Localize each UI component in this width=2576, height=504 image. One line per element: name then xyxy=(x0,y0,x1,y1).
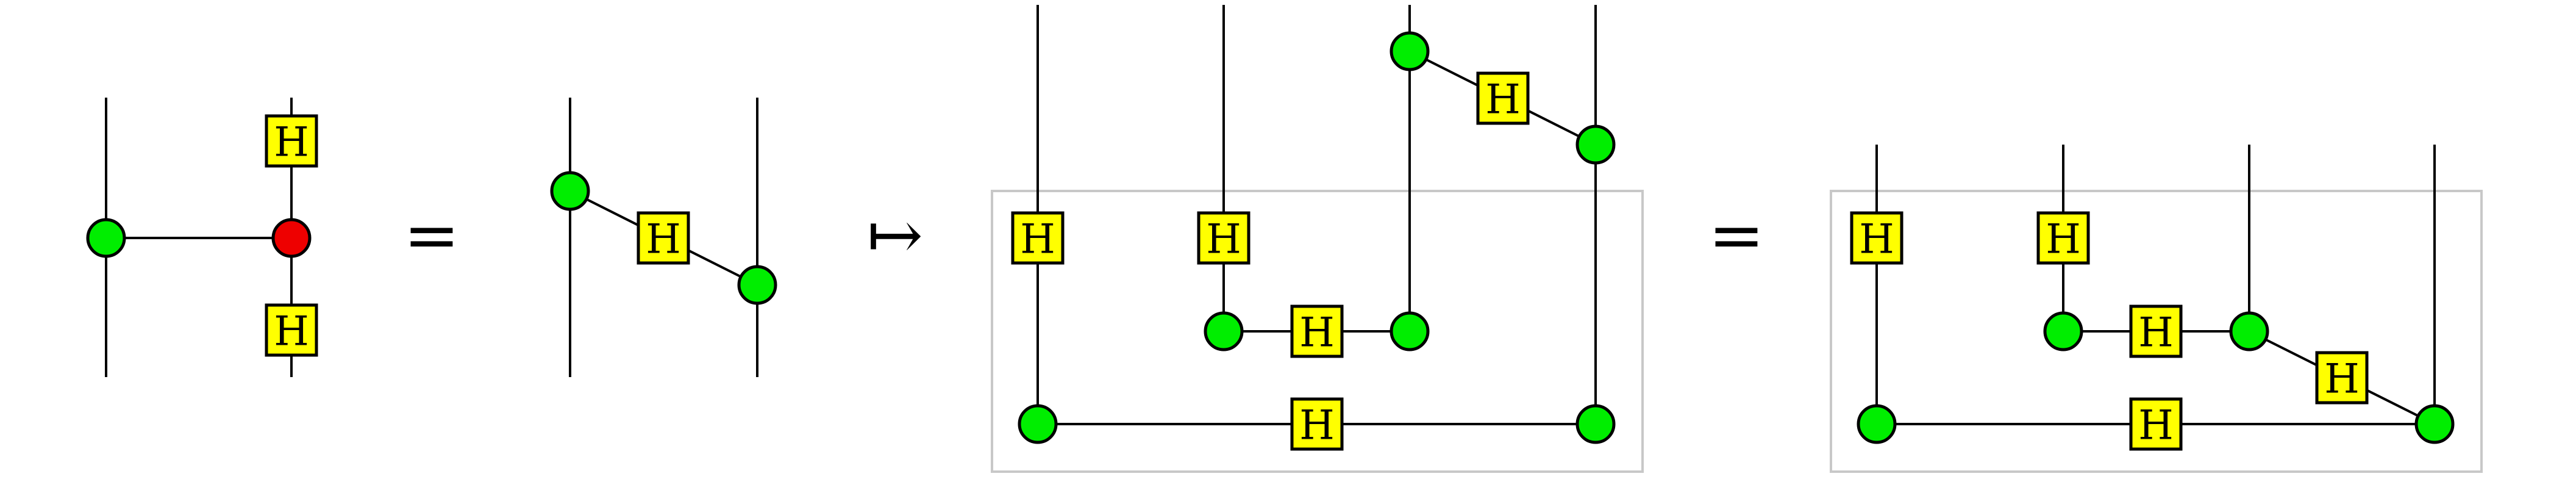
hadamard-box: H xyxy=(265,114,318,168)
green-spider xyxy=(1575,124,1616,165)
green-spider xyxy=(86,218,126,258)
hadamard-box: H xyxy=(1197,211,1251,265)
green-spider xyxy=(1390,311,1430,351)
diagram-2: H xyxy=(550,98,777,377)
hadamard-label: H xyxy=(1299,309,1335,356)
hadamard-label: H xyxy=(1020,216,1055,263)
hadamard-label: H xyxy=(2138,309,2174,356)
hadamard-box: H xyxy=(1850,211,1903,265)
diagram-4: H H H H H xyxy=(1830,145,2483,473)
green-spider xyxy=(737,265,777,305)
hadamard-label: H xyxy=(2046,216,2081,263)
green-spider xyxy=(1575,404,1616,444)
equals-sign-1: = xyxy=(404,196,460,274)
green-spider xyxy=(2229,311,2269,351)
hadamard-box: H xyxy=(1290,397,1344,451)
hadamard-label: H xyxy=(274,308,309,355)
green-spider xyxy=(1204,311,1244,351)
green-spider xyxy=(1018,404,1058,444)
diagram-3: H H H H H xyxy=(991,5,1644,473)
hadamard-box: H xyxy=(1290,304,1344,358)
hadamard-label: H xyxy=(1206,216,1241,263)
red-spider xyxy=(271,218,312,258)
hadamard-box: H xyxy=(1011,211,1065,265)
maps-to-arrow: ↦ xyxy=(867,196,923,274)
green-spider xyxy=(550,171,590,211)
green-spider xyxy=(2414,404,2455,444)
hadamard-label: H xyxy=(1485,76,1521,123)
hadamard-box: H xyxy=(2129,304,2183,358)
hadamard-label: H xyxy=(2138,402,2174,449)
hadamard-box: H xyxy=(2315,351,2369,405)
green-spider xyxy=(2043,311,2083,351)
green-spider xyxy=(1390,31,1430,71)
grouping-frame xyxy=(991,190,1644,473)
hadamard-label: H xyxy=(1859,216,1894,263)
hadamard-box: H xyxy=(265,303,318,357)
grouping-frame xyxy=(1830,190,2483,473)
hadamard-label: H xyxy=(274,119,309,166)
hadamard-box: H xyxy=(2129,397,2183,451)
hadamard-label: H xyxy=(2324,356,2360,403)
diagram-1: H H xyxy=(86,98,318,377)
hadamard-label: H xyxy=(646,216,681,263)
green-spider xyxy=(1857,404,1897,444)
hadamard-box: H xyxy=(1476,71,1530,125)
hadamard-box: H xyxy=(2036,211,2090,265)
hadamard-box: H xyxy=(637,211,690,265)
equals-sign-2: = xyxy=(1708,196,1764,274)
hadamard-label: H xyxy=(1299,402,1335,449)
